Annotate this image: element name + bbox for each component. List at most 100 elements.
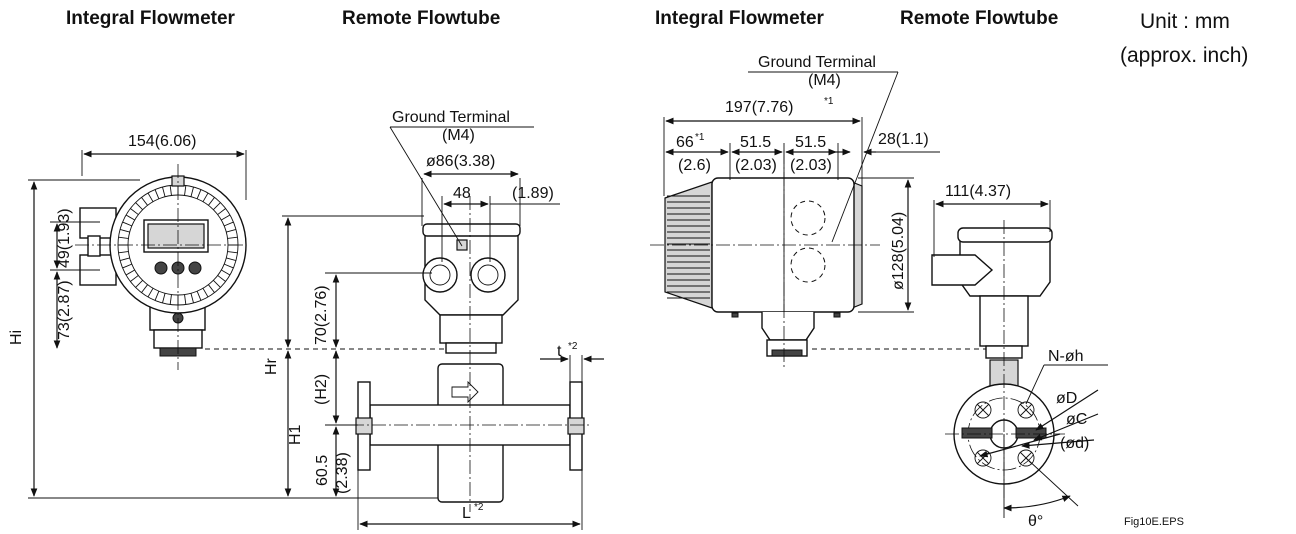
flange-callouts: N-øh øD øC (ød) — [979, 348, 1108, 458]
dim-2-03-b-label: (2.03) — [790, 157, 832, 174]
theta-label: θ° — [1028, 513, 1043, 530]
ground-terminal-remote: Ground Terminal (M4) — [389, 109, 534, 247]
knurl-tick — [226, 229, 237, 233]
dim-60-5-label: 60.5 — [314, 455, 331, 486]
dim-hr: Hr — [263, 215, 424, 375]
dim-h1: H1 — [284, 350, 304, 497]
header-integral-flowmeter-left: Integral Flowmeter — [66, 8, 235, 29]
figure-id: Fig10E.EPS — [1124, 516, 1184, 528]
knurl-tick — [208, 197, 215, 206]
dim-66-label: 66 — [676, 134, 694, 151]
dim-2-38-label: (2.38) — [334, 452, 351, 494]
knurl-tick — [118, 236, 129, 239]
od-label: øD — [1056, 390, 1077, 407]
knurl-tick — [122, 263, 132, 269]
header-remote-flowtube-right: Remote Flowtube — [900, 8, 1059, 29]
dim-51-5-b-label: 51.5 — [795, 134, 826, 151]
unit-label: Unit : mm — [1140, 10, 1230, 33]
dim-73-label: 73(2.87) — [56, 280, 73, 340]
dim-66-star-label: *1 — [695, 132, 705, 143]
h2-label: (H2) — [313, 374, 330, 405]
knurl-tick — [202, 192, 209, 202]
knurl-tick — [119, 257, 130, 261]
dim-hi: Hi — [8, 179, 140, 497]
dim-111-label: 111(4.37) — [945, 183, 1011, 200]
dim-28-label: 28(1.1) — [878, 131, 929, 148]
knurl-tick — [221, 269, 231, 276]
knurl-tick — [141, 284, 148, 293]
remote-front-view — [350, 196, 590, 512]
knurl-tick — [213, 202, 221, 210]
knurl-tick — [130, 275, 139, 282]
knurl-tick — [119, 229, 130, 233]
knurl-tick — [213, 280, 221, 288]
n-oh-label: N-øh — [1048, 348, 1084, 365]
knurl-tick — [202, 288, 209, 298]
dim-128: ø128(5.04) — [858, 177, 914, 313]
dim-51-5-b: 51.5 (2.03) — [785, 134, 839, 180]
dim-49-label: 49(1.93) — [56, 208, 73, 268]
knurl-tick — [154, 189, 160, 199]
dim-111: 111(4.37) — [933, 183, 1051, 257]
knurl-tick — [224, 263, 234, 269]
t-star-label: *2 — [568, 341, 578, 352]
od-small-label: (ød) — [1060, 435, 1089, 452]
knurl-tick — [118, 251, 129, 254]
remote-side-view — [931, 220, 1065, 500]
dim-h2: (H2) — [313, 350, 340, 424]
knurl-tick — [184, 294, 187, 305]
dim-73: 73(2.87) — [50, 269, 80, 349]
dim-51-5-a: 51.5 (2.03) — [731, 134, 785, 180]
dim-28: 28(1.1) — [836, 131, 940, 156]
dim-154: 154(6.06) — [81, 133, 247, 200]
oc-label: øC — [1066, 411, 1087, 428]
dim-2-6-label: (2.6) — [678, 157, 711, 174]
knurl-tick — [227, 251, 238, 254]
dim-189-label: (1.89) — [512, 185, 554, 202]
knurl-tick — [221, 214, 231, 221]
knurl-tick — [162, 186, 166, 197]
knurl-tick — [135, 202, 143, 210]
knurl-tick — [141, 197, 148, 206]
knurl-tick — [125, 214, 135, 221]
hr-label: Hr — [263, 357, 280, 375]
dim-t: t *2 — [540, 341, 604, 382]
ground-terminal-remote-label: Ground Terminal — [392, 109, 510, 126]
dim-70-label: 70(2.76) — [313, 285, 330, 345]
integral-side-view — [650, 150, 880, 370]
knurl-tick — [147, 192, 154, 202]
knurl-tick — [208, 284, 215, 293]
t-label: t — [557, 343, 562, 360]
dim-51-5-a-label: 51.5 — [740, 134, 771, 151]
knurl-tick — [226, 257, 237, 261]
knurl-tick — [184, 185, 187, 196]
h1-label: H1 — [287, 424, 304, 445]
dim-49: 49(1.93) — [50, 208, 100, 271]
knurl-tick — [162, 293, 166, 304]
l-star-label: *2 — [474, 502, 484, 513]
m4-remote-label: (M4) — [442, 127, 475, 144]
dim-128-label: ø128(5.04) — [890, 212, 907, 290]
dim-48: 48 (1.89) — [441, 185, 560, 262]
knurl-tick — [147, 288, 154, 298]
dim-48-label: 48 — [453, 185, 471, 202]
knurl-tick — [122, 221, 132, 227]
knurl-tick — [217, 208, 226, 215]
dim-154-label: 154(6.06) — [128, 133, 197, 150]
dim-70: 70(2.76) — [313, 272, 432, 348]
knurl-tick — [190, 293, 194, 304]
dim-66: 66 *1 (2.6) — [665, 132, 731, 180]
dim-2-03-a-label: (2.03) — [735, 157, 777, 174]
knurl-tick — [196, 189, 202, 199]
knurl-tick — [190, 186, 194, 197]
knurl-tick — [154, 291, 160, 301]
knurl-tick — [217, 275, 226, 282]
knurl-tick — [130, 208, 139, 215]
dim-86: ø86(3.38) — [421, 153, 521, 226]
knurl-tick — [135, 280, 143, 288]
knurl-tick — [224, 221, 234, 227]
header-integral-flowmeter-right: Integral Flowmeter — [655, 8, 824, 29]
ground-terminal-integral: Ground Terminal (M4) — [748, 54, 899, 243]
hi-label: Hi — [8, 330, 25, 345]
